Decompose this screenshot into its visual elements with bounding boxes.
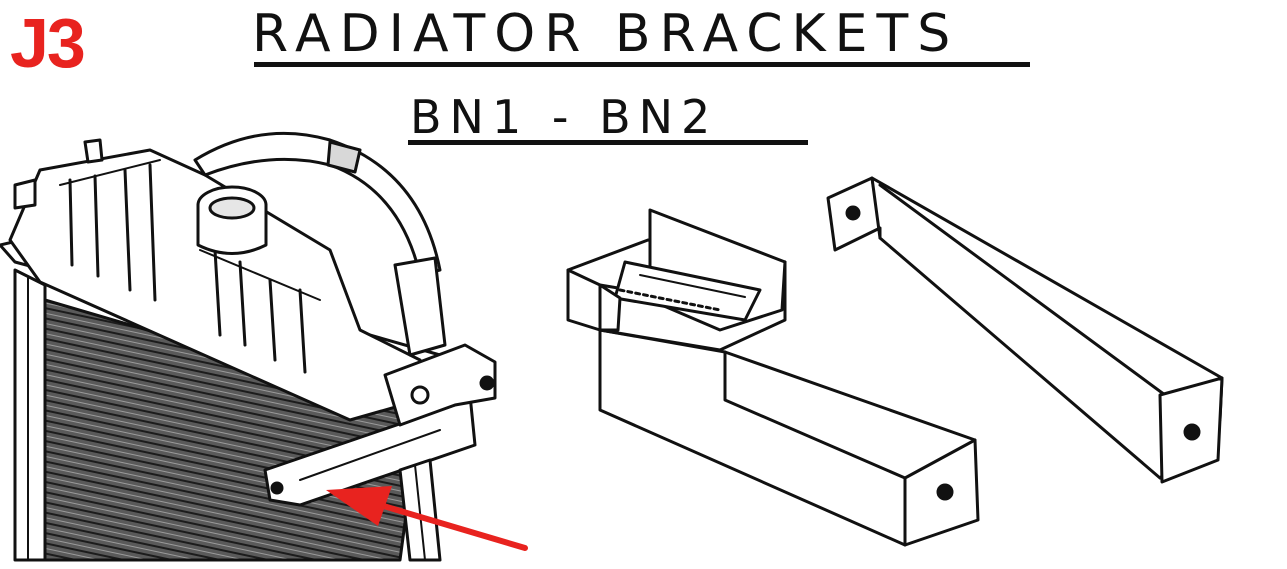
subtitle-underline	[408, 140, 808, 145]
diagram-subtitle: BN1 - BN2	[410, 90, 719, 144]
part-code: J3	[10, 4, 86, 82]
bracket-left	[566, 208, 980, 547]
bracket-right-hole-end	[1183, 423, 1201, 441]
radiator-illustration	[0, 131, 497, 562]
pointer-arrow	[326, 486, 528, 551]
radiator-header-tank	[8, 148, 422, 422]
diagram-title: RADIATOR BRACKETS	[252, 4, 960, 64]
bracket-left-hole	[936, 483, 954, 501]
bracket-right	[826, 176, 1224, 484]
tank-ribs	[68, 163, 307, 374]
bracket-right-hole-top	[845, 205, 861, 221]
overflow-pipe	[193, 131, 442, 277]
title-underline	[254, 62, 1030, 67]
radiator-left-frame	[13, 268, 47, 562]
